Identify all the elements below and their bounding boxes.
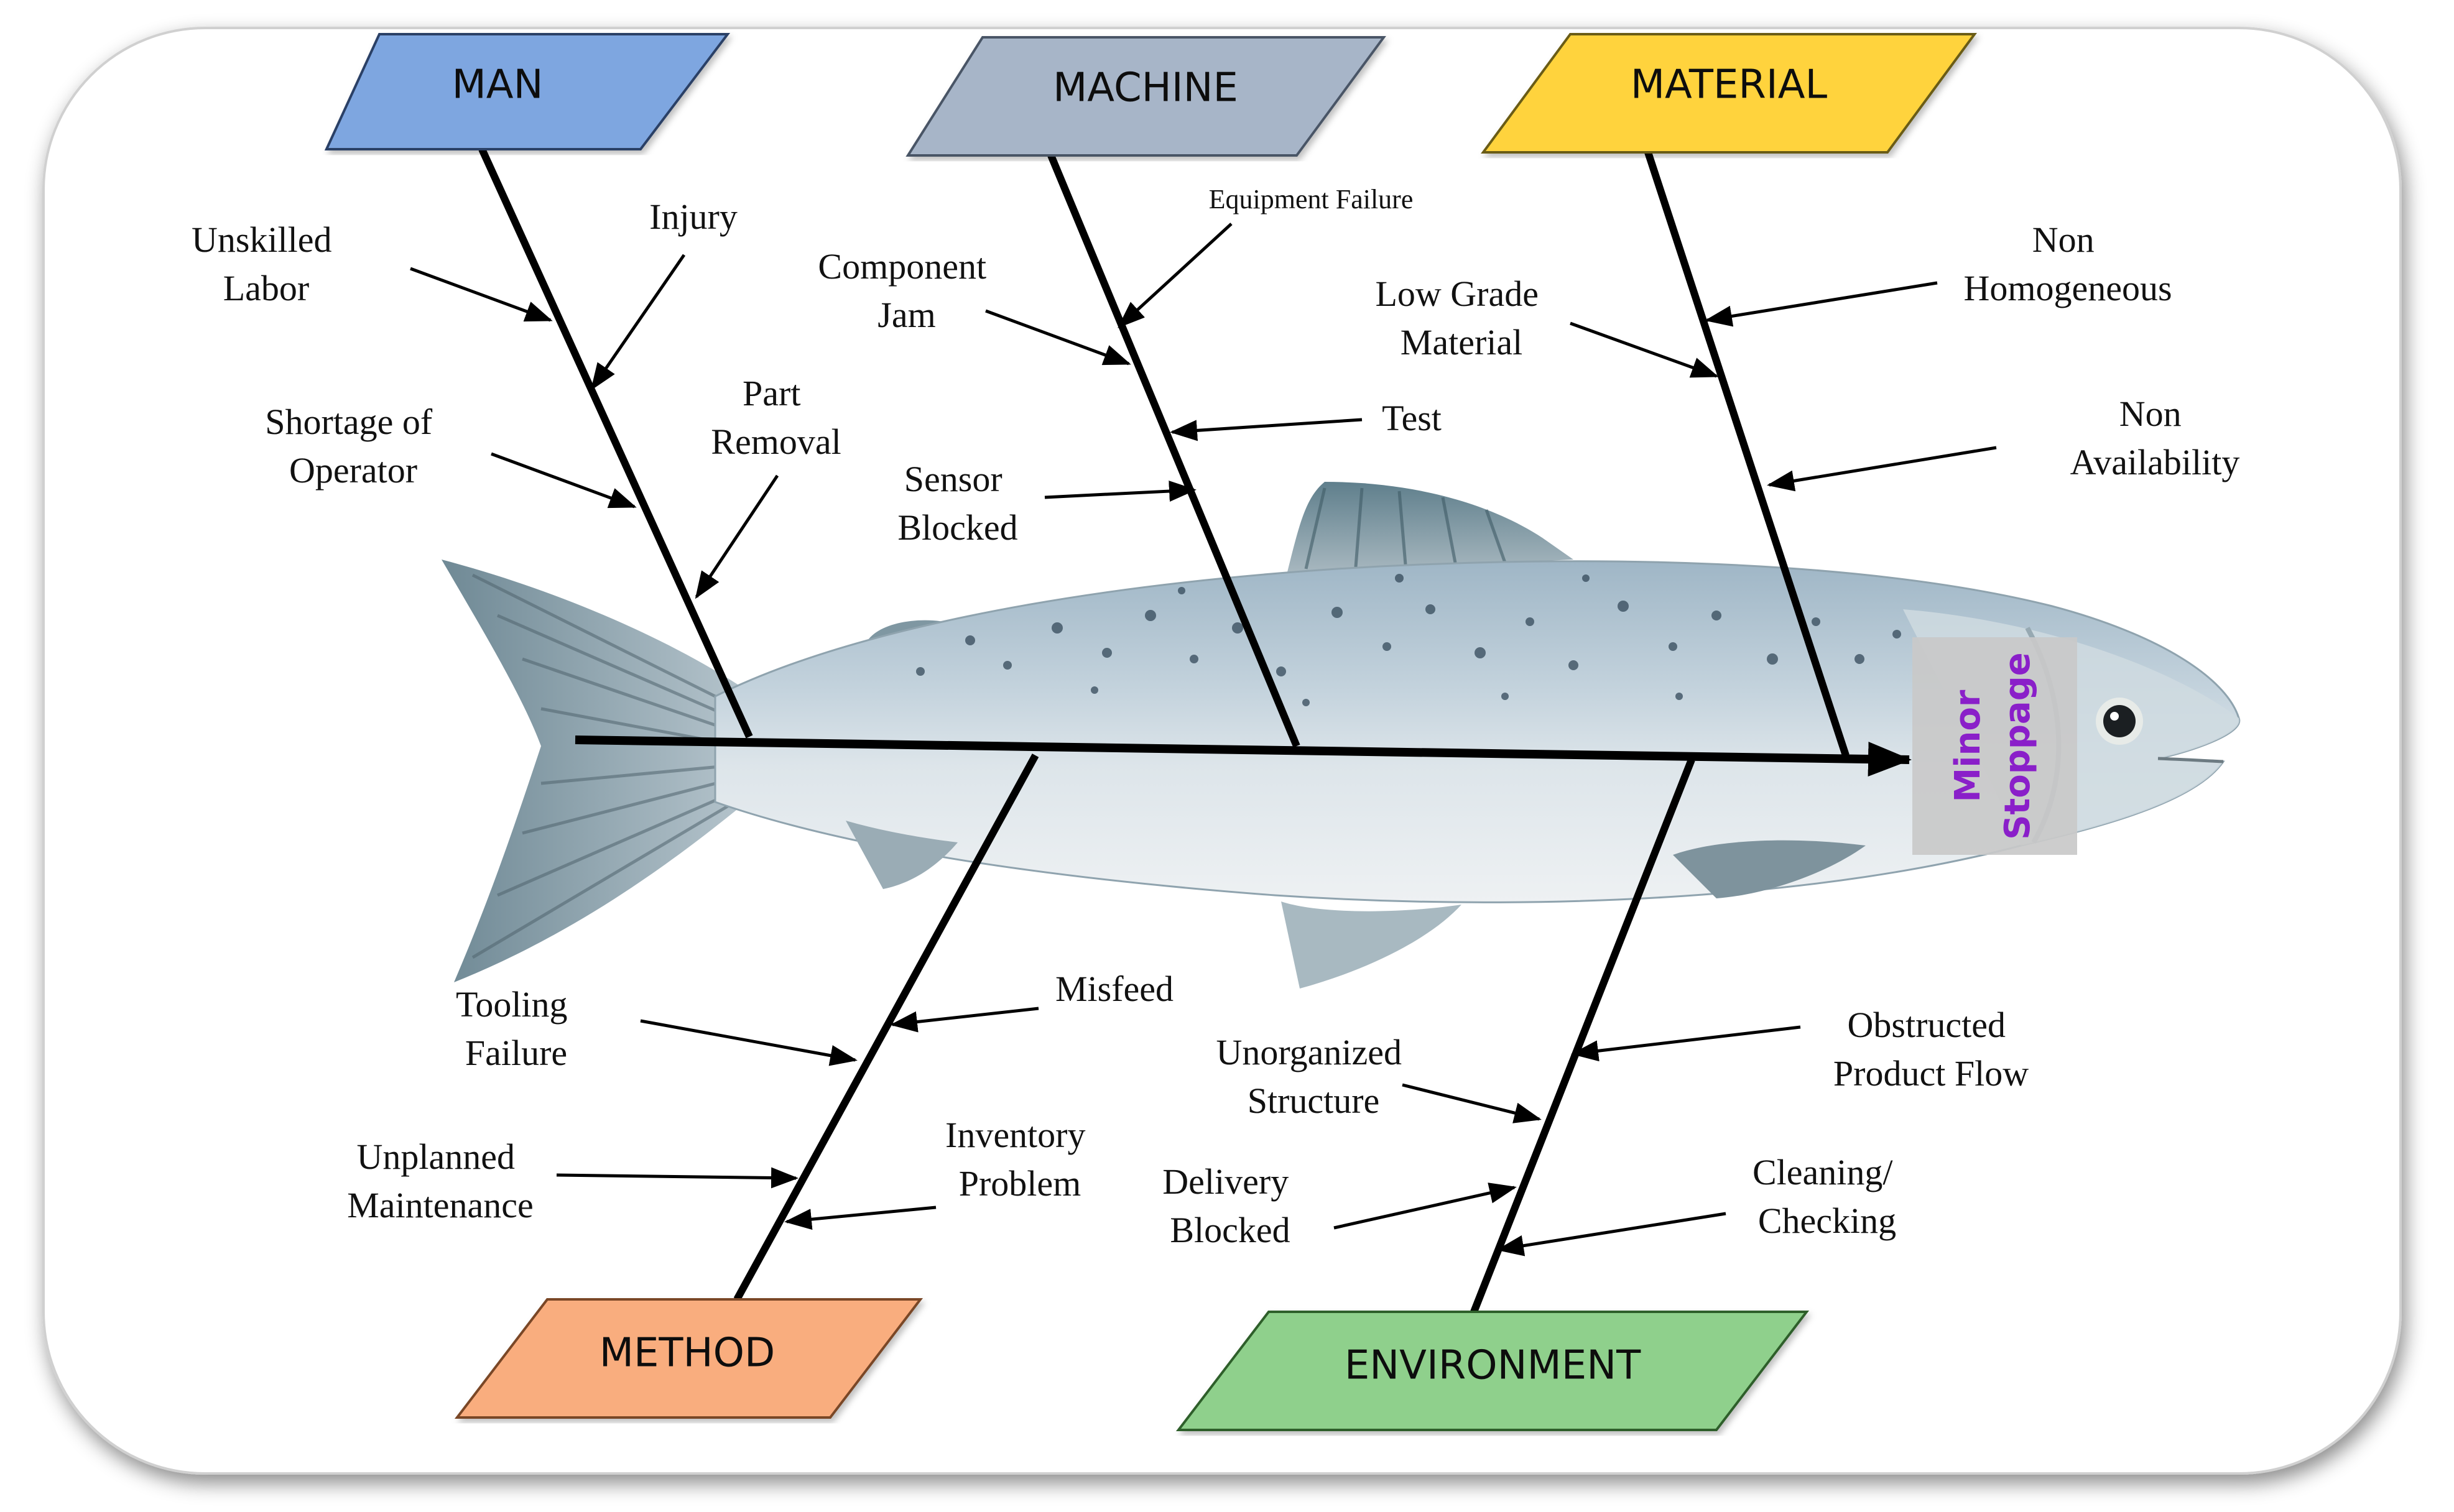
arrow-test xyxy=(1170,418,1363,441)
cause-component-jam: Component Jam xyxy=(818,246,995,335)
arrow-obstructed-product-flow xyxy=(1571,1025,1801,1062)
cause-low-grade-material: Low Grade Material xyxy=(1375,274,1547,362)
effect-label-line1: Minor xyxy=(1948,689,1988,802)
arrow-cleaning-checking xyxy=(1496,1212,1726,1256)
arrow-unplanned-maintenance xyxy=(556,1167,799,1189)
effect-box: Minor Stoppage xyxy=(1912,637,2077,855)
arrow-sensor-blocked xyxy=(1044,481,1197,502)
arrow-tooling-failure xyxy=(640,1019,858,1066)
arrow-shortage-of-operator xyxy=(491,452,637,509)
cause-test: Test xyxy=(1382,398,1442,438)
category-environment-label: ENVIRONMENT xyxy=(1345,1343,1641,1389)
cause-non-availability: Non Availability xyxy=(2070,394,2240,482)
cause-delivery-blocked: Delivery Blocked xyxy=(1162,1161,1297,1250)
bone-material xyxy=(1644,151,1850,757)
arrow-non-homogeneous xyxy=(1705,281,1938,327)
cause-unplanned-maintenance: Unplanned Maintenance xyxy=(347,1136,534,1225)
cause-obstructed-product-flow: Obstructed Product Flow xyxy=(1833,1005,2029,1094)
arrow-low-grade-material xyxy=(1570,321,1719,378)
cause-cleaning-checking: Cleaning/ Checking xyxy=(1753,1152,1902,1241)
arrow-non-availability xyxy=(1767,446,1997,492)
arrow-injury xyxy=(590,254,686,391)
category-method-label: METHOD xyxy=(600,1330,776,1376)
cause-tooling-failure: Tooling Failure xyxy=(456,984,576,1073)
bone-environment xyxy=(1470,758,1695,1314)
arrow-unskilled-labor xyxy=(410,267,553,322)
category-machine: MACHINE xyxy=(905,36,1386,157)
cause-sensor-blocked: Sensor Blocked xyxy=(897,459,1017,548)
cause-inventory-problem: Inventory Problem xyxy=(945,1115,1095,1204)
cause-part-removal: Part Removal xyxy=(711,373,841,462)
cause-injury: Injury xyxy=(649,196,738,237)
spine-arrow xyxy=(575,735,1912,777)
category-method: METHOD xyxy=(454,1298,924,1419)
category-environment: ENVIRONMENT xyxy=(1175,1311,1810,1431)
arrow-delivery-blocked xyxy=(1333,1182,1517,1230)
bone-machine xyxy=(1047,154,1300,748)
category-material-label: MATERIAL xyxy=(1631,62,1828,108)
arrow-inventory-problem xyxy=(784,1205,937,1230)
cause-unorganized-structure: Unorganized Structure xyxy=(1216,1032,1411,1121)
cause-misfeed: Misfeed xyxy=(1055,969,1174,1009)
arrow-unorganized-structure xyxy=(1402,1083,1542,1123)
arrow-part-removal xyxy=(695,474,779,599)
category-man-label: MAN xyxy=(452,62,544,108)
bone-man xyxy=(478,147,753,739)
arrow-misfeed xyxy=(890,1007,1039,1033)
effect-label-line2: Stoppage xyxy=(1998,652,2038,840)
cause-equipment-failure: Equipment Failure xyxy=(1209,184,1414,214)
cause-unskilled-labor: Unskilled Labor xyxy=(192,219,341,308)
cause-shortage-of-operator: Shortage of Operator xyxy=(265,402,442,491)
category-material: MATERIAL xyxy=(1481,33,1977,154)
arrow-equipment-failure xyxy=(1118,223,1233,328)
bone-method xyxy=(733,754,1039,1301)
arrow-component-jam xyxy=(985,309,1131,366)
category-man: MAN xyxy=(324,33,731,150)
category-machine-label: MACHINE xyxy=(1053,65,1238,111)
cause-non-homogeneous: Non Homogeneous xyxy=(1963,219,2172,308)
